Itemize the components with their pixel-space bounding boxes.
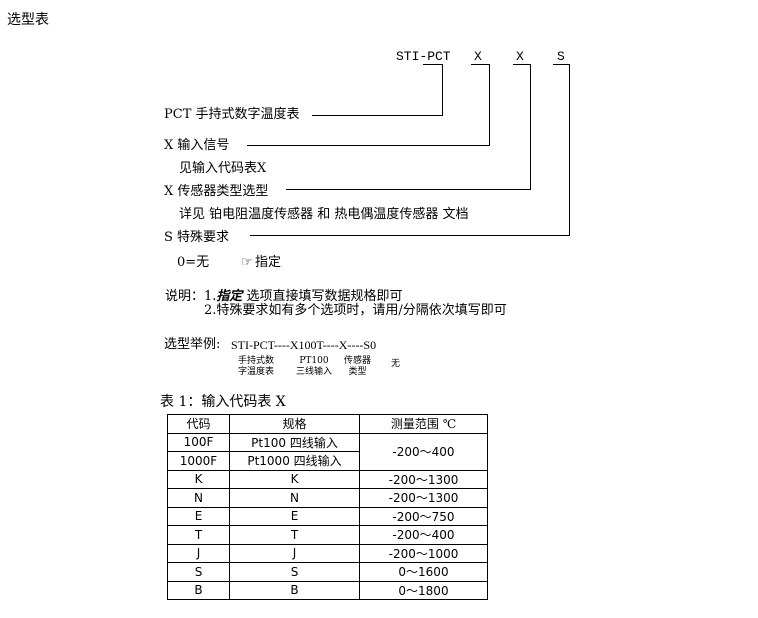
table-row: N N -200～1300 xyxy=(167,488,488,508)
explanation-line2: 2.特殊要求如有多个选项时，请用/分隔依次填写即可 xyxy=(204,303,507,318)
leader-v-pct xyxy=(442,64,443,116)
table-row: T T -200～400 xyxy=(167,525,488,545)
cell-spec: B xyxy=(229,580,360,600)
item-input-label: X 输入信号 xyxy=(164,138,230,153)
cell-code: S xyxy=(167,562,230,582)
explanation-line1-em: 指定 xyxy=(216,289,243,304)
header-code: 代码 xyxy=(167,414,230,434)
cell-code: B xyxy=(167,580,230,600)
example-annotation-3: 传感器 类型 xyxy=(344,357,371,377)
item-special-zero: 0=无 xyxy=(177,255,210,270)
underline-s xyxy=(553,64,570,65)
example-annotation-1-line1: 手持式数 xyxy=(238,356,275,366)
cell-range: -200～1300 xyxy=(359,469,488,489)
underline-x2 xyxy=(513,64,531,65)
table-caption: 表 1：输入代码表 X xyxy=(160,394,286,410)
leader-h-x2 xyxy=(286,189,531,190)
example-annotation-4: 无 xyxy=(391,359,401,369)
explanation-line1-rest: 选项直接填写数据规格即可 xyxy=(242,289,403,304)
item-special-spec: 指定 xyxy=(255,255,282,270)
table-row: S S 0～1600 xyxy=(167,562,488,582)
table-row: B B 0～1800 xyxy=(167,580,488,600)
explanation-line1-num: 1. xyxy=(204,289,217,304)
input-code-table: 代码 规格 测量范围 ℃ 100F Pt100 四线输入 -200～400 10… xyxy=(167,414,488,600)
cell-range: -200～1000 xyxy=(359,543,488,563)
cell-code: J xyxy=(167,543,230,563)
cell-range: -200～750 xyxy=(359,506,488,526)
table-header-row: 代码 规格 测量范围 ℃ xyxy=(167,414,488,434)
cell-spec: Pt1000 四线输入 xyxy=(229,451,360,471)
table-row: E E -200～750 xyxy=(167,506,488,526)
item-pct-label: PCT 手持式数字温度表 xyxy=(164,107,300,122)
example-annotation-1: 手持式数 字温度表 xyxy=(238,357,274,377)
item-input-note: 见输入代码表X xyxy=(179,161,267,176)
cell-spec: N xyxy=(229,488,360,508)
cell-spec: K xyxy=(229,469,360,489)
cell-code: 100F xyxy=(167,432,230,452)
example-annotation-2-line1: PT100 xyxy=(299,356,329,366)
example-annotation-2-line2: 三线输入 xyxy=(296,367,333,377)
code-x-input: X xyxy=(474,49,482,64)
example-code: STI-PCT----X100T----X----S0 xyxy=(231,338,377,352)
cell-code: N xyxy=(167,488,230,508)
code-x-sensor: X xyxy=(516,49,524,64)
underline-pct xyxy=(423,64,443,65)
cell-range: -200～1300 xyxy=(359,488,488,508)
example-annotation-3-line1: 传感器 xyxy=(344,356,372,366)
page-title: 选型表 xyxy=(7,12,49,28)
leader-h-x1 xyxy=(247,145,490,146)
leader-v-s xyxy=(569,64,570,236)
cell-range: 0～1600 xyxy=(359,562,488,582)
explanation-line1: 1.指定 选项直接填写数据规格即可 xyxy=(204,290,403,303)
example-annotation-1-line2: 字温度表 xyxy=(238,367,275,377)
example-label: 选型举例: xyxy=(164,337,221,352)
table-row: K K -200～1300 xyxy=(167,469,488,489)
item-special-label: S 特殊要求 xyxy=(164,230,230,245)
cell-spec: T xyxy=(229,525,360,545)
cell-code: 1000F xyxy=(167,451,230,471)
cell-code: E xyxy=(167,506,230,526)
code-s-special: S xyxy=(557,49,565,64)
table-row: J J -200～1000 xyxy=(167,543,488,563)
cell-spec: E xyxy=(229,506,360,526)
cell-spec: J xyxy=(229,543,360,563)
cell-range: -200～400 xyxy=(359,432,488,471)
model-code: STI-PCT xyxy=(396,49,451,64)
cell-range: -200～400 xyxy=(359,525,488,545)
item-sensor-label: X 传感器类型选型 xyxy=(164,184,269,199)
underline-x1 xyxy=(471,64,490,65)
leader-h-s xyxy=(250,235,570,236)
leader-h-pct xyxy=(312,115,443,116)
header-spec: 规格 xyxy=(229,414,360,434)
hand-pointer-icon: ☞ xyxy=(241,255,253,270)
header-range: 测量范围 ℃ xyxy=(359,414,488,434)
table-row: 100F Pt100 四线输入 -200～400 xyxy=(167,432,488,471)
leader-v-x1 xyxy=(489,64,490,146)
example-annotation-2: PT100 三线输入 xyxy=(296,357,332,377)
cell-code: T xyxy=(167,525,230,545)
leader-v-x2 xyxy=(530,64,531,190)
item-sensor-note: 详见 铂电阻温度传感器 和 热电偶温度传感器 文档 xyxy=(179,207,469,222)
cell-spec: S xyxy=(229,562,360,582)
example-annotation-3-line2: 类型 xyxy=(348,367,367,377)
explanation-prefix: 说明： xyxy=(165,289,205,304)
cell-code: K xyxy=(167,469,230,489)
cell-range: 0～1800 xyxy=(359,580,488,600)
cell-spec: Pt100 四线输入 xyxy=(229,432,360,452)
